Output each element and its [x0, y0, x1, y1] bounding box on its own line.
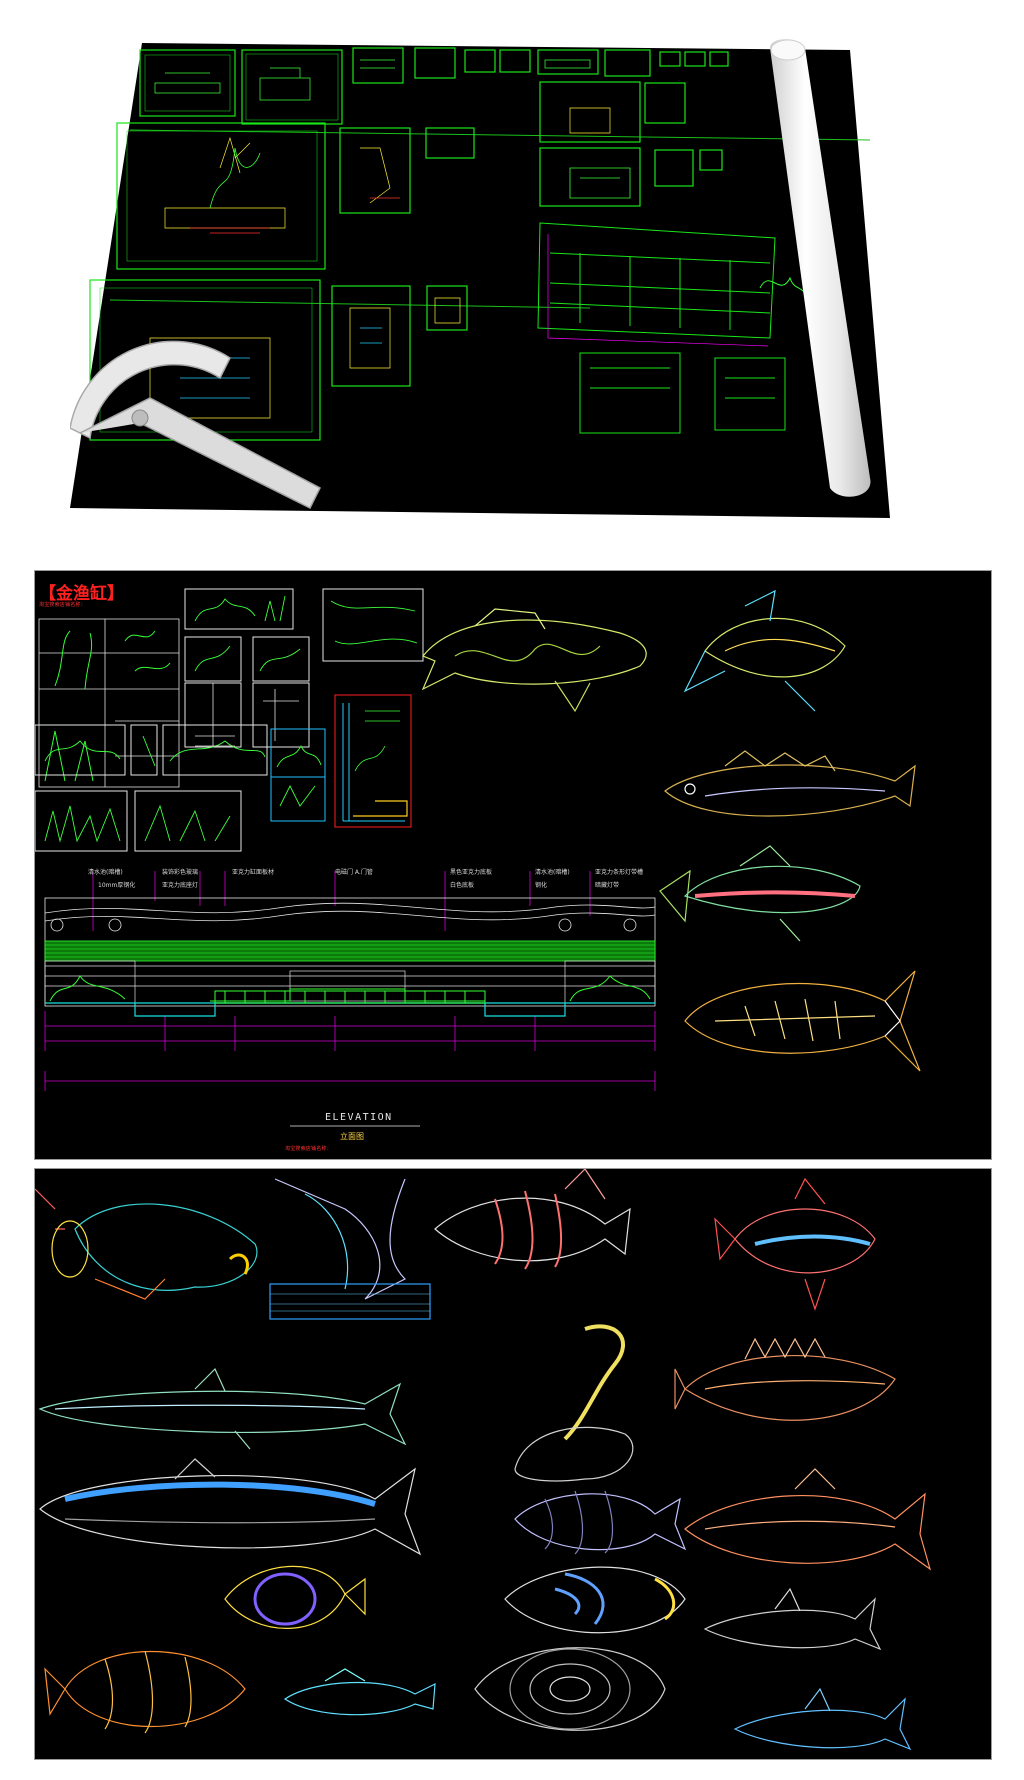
callout-11: 钢化 — [535, 882, 548, 889]
callout-4: 电磁门 A.门管 — [335, 869, 373, 876]
shark-icon — [703, 1587, 882, 1651]
callout-12: 暗藏灯带 — [595, 882, 620, 889]
salmon-icon — [39, 1458, 422, 1556]
callout-5: 黑色亚克力底板 — [450, 869, 493, 876]
cad-sheet-illustration — [70, 39, 890, 518]
aquarium-stand — [270, 728, 326, 822]
fish-library-panel — [34, 1168, 992, 1760]
elevation-label: ELEVATION — [325, 1112, 393, 1123]
aquarium-cad-panel: 【金渔缸】 淘宝搜索店铺名称： — [34, 570, 992, 1160]
paper-roll — [770, 39, 871, 497]
callout-1: 清水池(暗槽) — [88, 869, 123, 876]
sunfish-icon — [714, 1177, 876, 1311]
cabinet-elevation — [38, 618, 180, 788]
fish-library-drawings — [35, 1169, 932, 1751]
trigger-fish-icon — [683, 589, 846, 712]
callout-9: 亚克力底座灯 — [162, 882, 199, 889]
cad-sheet-preview — [70, 38, 890, 523]
cod-fish-icon — [664, 750, 916, 817]
grouper-icon — [514, 1490, 687, 1555]
callout-7: 亚克力条形灯带槽 — [595, 869, 644, 876]
watermark-text: 淘宝搜索店铺名称： — [39, 602, 86, 608]
goby-icon — [283, 1668, 436, 1716]
flounder-icon — [674, 1337, 896, 1421]
angelfish-icon — [35, 1188, 258, 1300]
callout-2: 装饰彩色玻璃 — [162, 869, 199, 876]
moray-eel-icon — [514, 1324, 634, 1482]
watermark-text-bottom: 淘宝搜索店铺名称： — [285, 1146, 332, 1152]
marlin-icon — [269, 1178, 431, 1320]
angelfish-2-icon — [474, 1647, 666, 1731]
emperor-angelfish-icon — [504, 1566, 686, 1634]
fish-column — [421, 589, 921, 1072]
reef-shark-icon — [733, 1687, 912, 1751]
butterflyfish-icon — [434, 1169, 631, 1270]
panel-title: 【金渔缸】 — [39, 584, 124, 604]
callout-10: 白色底板 — [450, 882, 475, 889]
barracuda-icon — [38, 1367, 407, 1450]
callout-3: 亚克力缸面板材 — [232, 869, 275, 876]
skeleton-fish-icon — [684, 970, 921, 1072]
aquarium-drawings — [35, 588, 656, 1127]
perch-fish-icon — [421, 608, 647, 713]
butterflyfish-2-icon — [44, 1650, 246, 1734]
elevation-label-cn: 立面图 — [340, 1132, 364, 1141]
trout-fish-icon — [659, 845, 861, 942]
clownfish-icon — [224, 1565, 366, 1629]
section-detail — [334, 694, 412, 828]
carp-icon — [684, 1468, 932, 1571]
protractor-icon — [70, 340, 321, 510]
aquarium-elevation-drawing — [44, 871, 656, 1127]
drawing-sheet — [70, 43, 890, 518]
callout-8: 10mm厚钢化 — [98, 882, 136, 889]
callout-6: 清水池(暗槽) — [535, 869, 570, 876]
